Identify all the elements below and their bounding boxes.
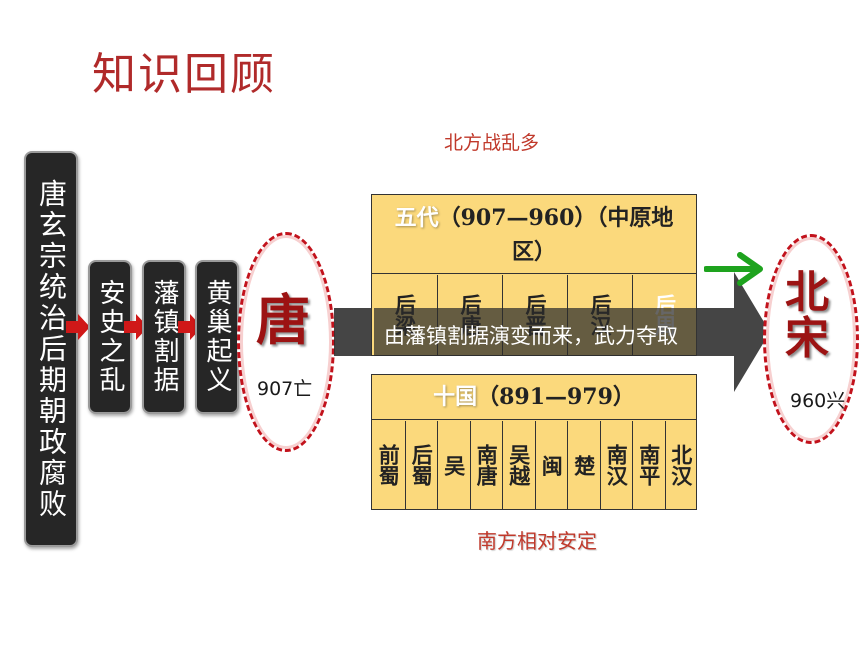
ten-kingdoms-cell: 后蜀 [404,421,438,509]
ten-kingdoms-cell: 南汉 [599,421,633,509]
table-divider [372,273,696,274]
ten-kingdoms-cell: 南唐 [469,421,503,509]
cause-box-anshi: 安史之乱 [88,260,132,414]
five-dynasties-era: 五代 [394,205,439,231]
ten-kingdoms-cell: 楚 [567,421,600,509]
ten-kingdoms-cell: 吴越 [502,421,535,509]
ten-kingdoms-cell: 闽 [534,421,568,509]
cause-box-label: 黄巢起义 [202,279,232,395]
south-label: 南方相对安定 [477,529,597,553]
tang-oval [237,232,335,452]
ten-kingdoms-cell: 吴 [437,421,470,509]
ten-kingdoms-cell: 南平 [632,421,665,509]
song-note: 960兴 [790,390,846,412]
ten-kingdoms-table: 十国（891—979） 前蜀 后蜀 吴 南唐 吴越 闽 楚 南汉 南平 北汉 [371,374,697,510]
cause-box-label: 安史之乱 [95,279,125,395]
ten-kingdoms-header: 十国（891—979） [372,375,696,419]
green-arrow-icon [704,252,763,286]
north-label: 北方战乱多 [444,132,540,154]
ten-kingdoms-era: 十国 [433,384,478,410]
chain-arrow-icon [66,314,90,340]
cause-box-label: 唐玄宗统治后期朝政腐败 [35,178,68,520]
tang-char: 唐 [256,288,310,352]
cause-box-label: 藩镇割据 [149,279,179,395]
table-divider [372,419,696,420]
ten-kingdoms-cell: 北汉 [664,421,697,509]
ten-kingdoms-cell: 前蜀 [376,444,402,486]
cause-box-huangchao: 黄巢起义 [195,260,239,414]
transition-arrow-text: 由藩镇割据演变而来，武力夺取 [384,324,678,348]
ten-kingdoms-years: （891—979） [477,384,635,410]
five-dynasties-header: 五代（907—960）（中原地区） [372,201,696,269]
cause-box-xuanzong: 唐玄宗统治后期朝政腐败 [24,151,78,547]
song-char: 北宋 [785,267,829,364]
cause-box-fanzhen: 藩镇割据 [142,260,186,414]
song-oval [763,234,859,444]
five-dynasties-years: （907—960）（中原地区） [438,205,674,265]
slide-title: 知识回顾 [92,49,276,100]
tang-note: 907亡 [257,378,313,400]
